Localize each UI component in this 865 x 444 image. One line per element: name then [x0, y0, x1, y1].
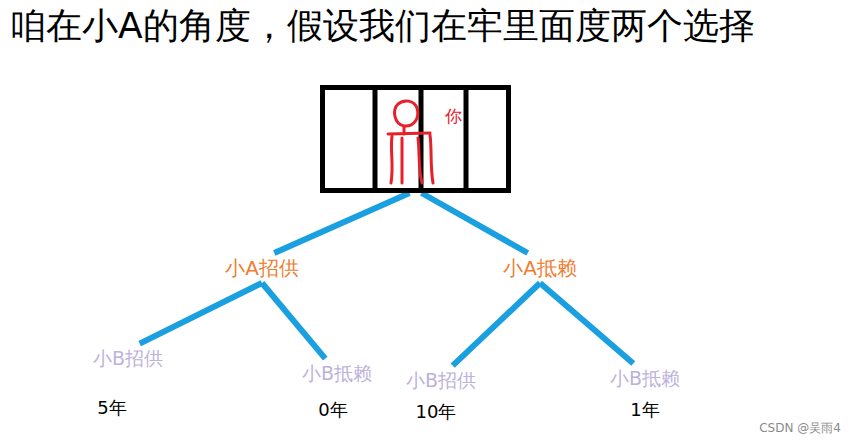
choice-label: 小A招供	[221, 253, 303, 283]
jail-bar	[373, 87, 378, 190]
outcome-choice: 小B招供	[89, 344, 167, 373]
node-text: 你	[445, 106, 462, 126]
title: 咱在小A的角度，假设我们在牢里面度两个选择	[10, 4, 755, 47]
node-text: 小A招供	[225, 256, 299, 280]
tree-branch	[422, 193, 528, 253]
jail-cell: 你	[320, 85, 511, 193]
outcome-choice: 小B抵赖	[606, 364, 684, 393]
tree-branch	[140, 283, 262, 344]
watermark: CSDN @吴雨4	[759, 421, 841, 435]
stick-figure	[388, 101, 433, 183]
node-text: 小A抵赖	[503, 256, 577, 280]
sentence-years: 1年	[630, 399, 659, 421]
outcome-choice: 小B招供	[402, 366, 480, 395]
node-text: 小B招供	[406, 369, 476, 392]
tree-branch	[453, 283, 540, 366]
node-text: 小B抵赖	[610, 367, 680, 390]
tree-branch	[274, 193, 409, 253]
outcome-choice: 小B抵赖	[298, 359, 376, 388]
node-text: 小B招供	[93, 347, 163, 370]
tree-branch	[262, 283, 325, 359]
tree-branch	[540, 283, 633, 364]
sentence-years: 0年	[318, 399, 347, 421]
jail-bar	[419, 87, 424, 190]
node-text: 小B抵赖	[302, 362, 372, 385]
jail-bar	[464, 87, 469, 190]
sentence-years: 10年	[416, 401, 457, 423]
choice-label: 小A抵赖	[499, 253, 581, 283]
sentence-years: 5年	[97, 397, 126, 419]
